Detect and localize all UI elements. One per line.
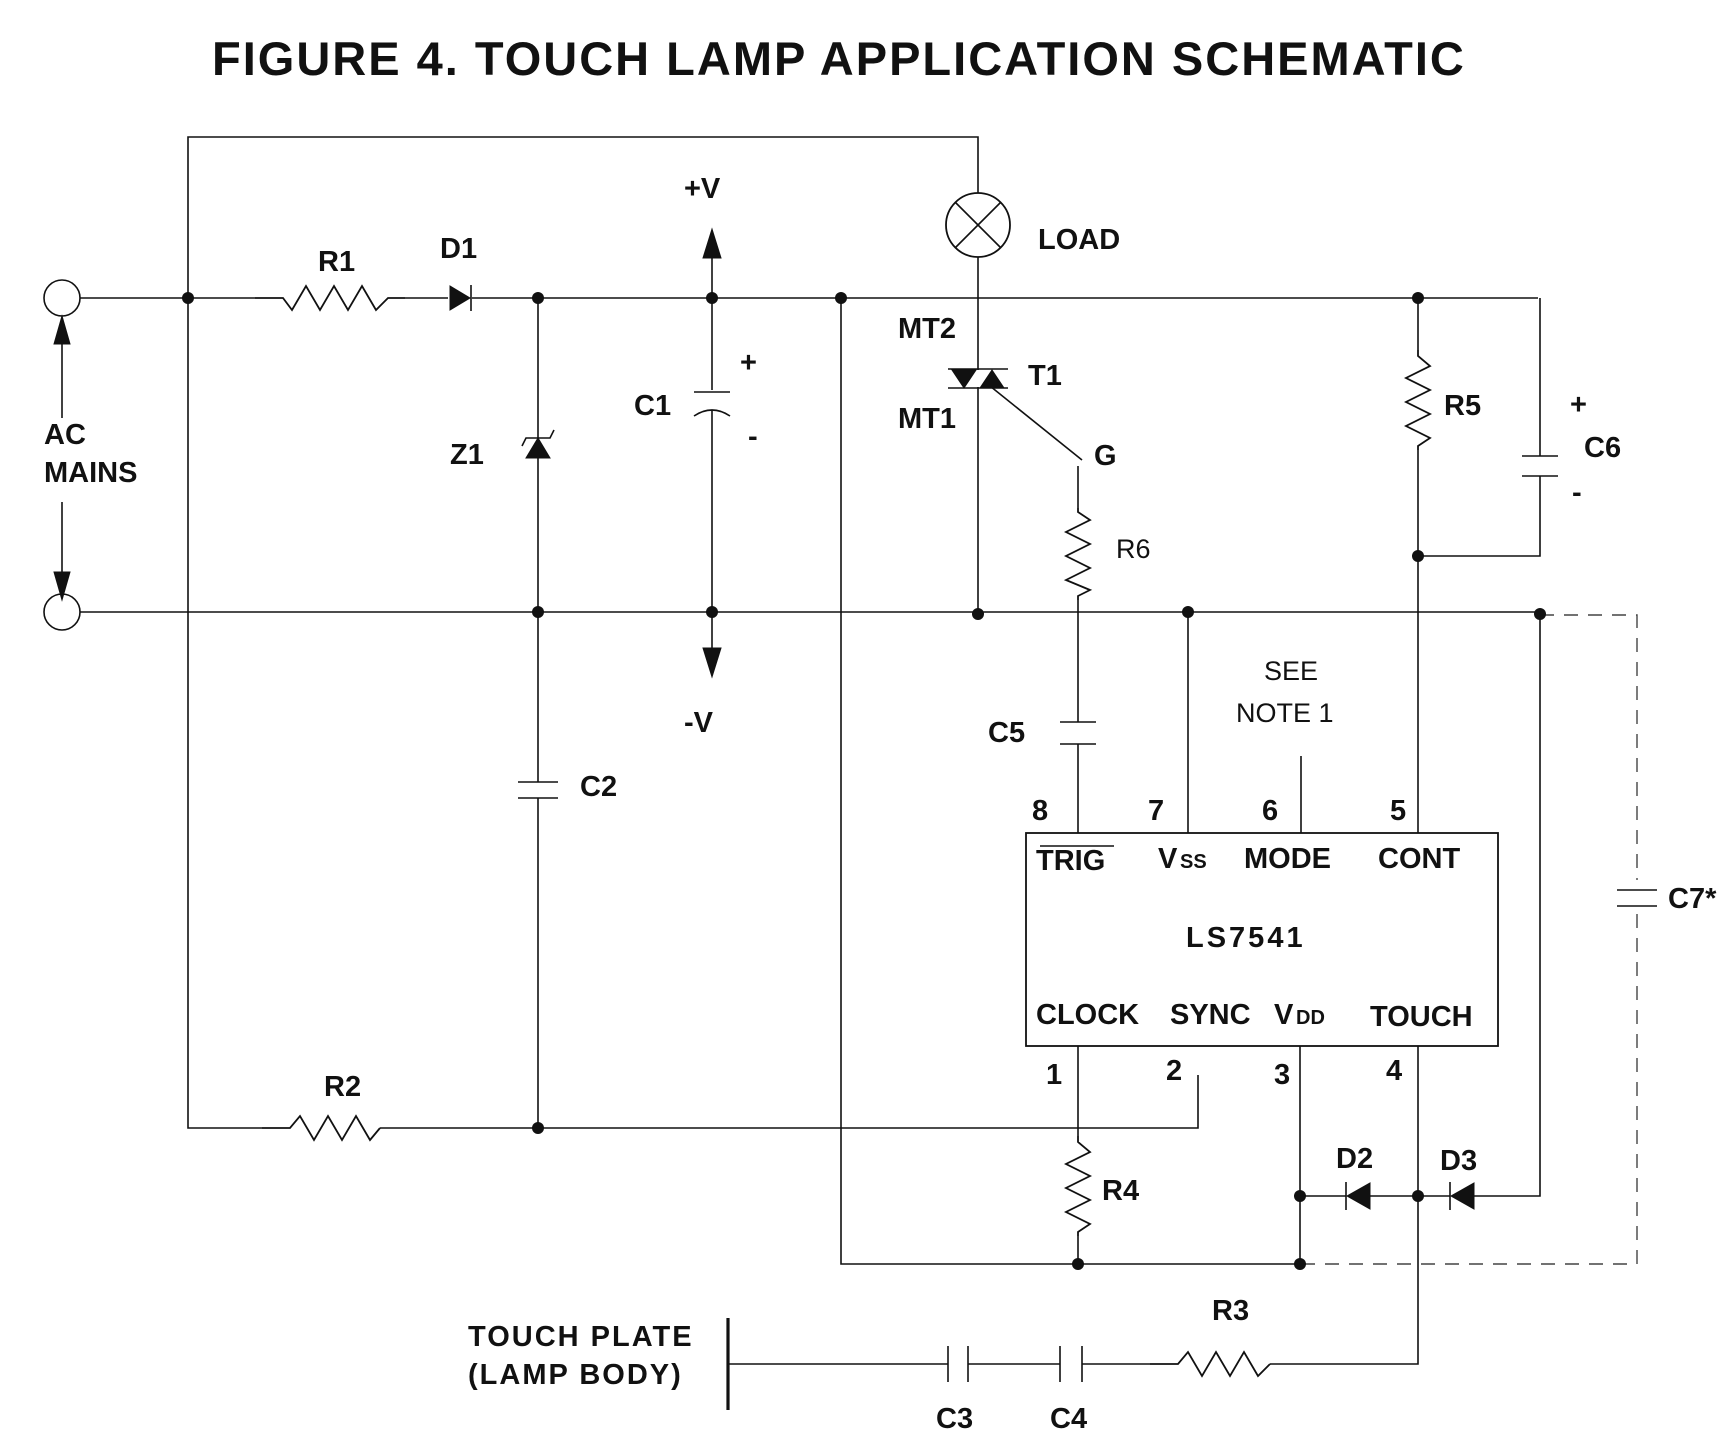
plus-v-label: +V xyxy=(684,173,721,205)
mt1-label: MT1 xyxy=(898,403,956,435)
d1-label: D1 xyxy=(440,233,477,265)
ac-terminal-top xyxy=(43,279,81,317)
supply-arrows xyxy=(702,227,722,679)
touch-plate-label-2: (LAMP BODY) xyxy=(468,1359,683,1391)
z1-label: Z1 xyxy=(450,439,484,471)
wires xyxy=(79,136,1638,1365)
ac-mains-label-1: AC xyxy=(44,419,86,451)
c6-minus-label: - xyxy=(1572,477,1582,509)
r2-resistor xyxy=(262,1114,381,1142)
pin-2-number: 2 xyxy=(1166,1055,1182,1087)
pin-5-number: 5 xyxy=(1390,795,1406,827)
pin-1-number: 1 xyxy=(1046,1059,1062,1091)
r3-resistor xyxy=(1150,1350,1271,1378)
c3-label: C3 xyxy=(936,1403,973,1435)
touch-plate-label-1: TOUCH PLATE xyxy=(468,1321,694,1353)
c1-plus-label: + xyxy=(740,347,757,379)
c2-capacitor xyxy=(518,781,558,799)
r6-label: R6 xyxy=(1116,534,1151,564)
pin-7-number: 7 xyxy=(1148,795,1164,827)
load-label: LOAD xyxy=(1038,224,1120,256)
c5-label: C5 xyxy=(988,717,1025,749)
plus-v-arrow-icon xyxy=(702,227,722,259)
d3-diode xyxy=(1449,1182,1475,1210)
pin-3-label: V xyxy=(1274,999,1294,1031)
junction-dots xyxy=(182,292,1546,1270)
load-lamp xyxy=(945,192,1011,258)
minus-v-arrow-icon xyxy=(702,647,722,679)
r1-resistor xyxy=(255,284,405,312)
pin-6-number: 6 xyxy=(1262,795,1278,827)
see-note-label-2: NOTE 1 xyxy=(1236,698,1334,728)
c5-capacitor xyxy=(1060,721,1096,745)
minus-v-label: -V xyxy=(684,707,714,739)
c6-capacitor xyxy=(1522,455,1558,477)
r5-resistor xyxy=(1403,350,1433,450)
t1-triac xyxy=(948,368,1008,389)
d2-label: D2 xyxy=(1336,1143,1373,1175)
c1-minus-label: - xyxy=(748,421,758,453)
t1-label: T1 xyxy=(1028,360,1062,392)
r4-resistor xyxy=(1063,1136,1093,1236)
r2-label: R2 xyxy=(324,1071,361,1103)
pin-6-label: MODE xyxy=(1244,843,1331,875)
g-label: G xyxy=(1094,440,1117,472)
r6-resistor xyxy=(1063,508,1093,600)
pin-5-label: CONT xyxy=(1378,843,1460,875)
c7-capacitor xyxy=(1617,889,1657,907)
c1-label: C1 xyxy=(634,390,671,422)
r5-label: R5 xyxy=(1444,390,1481,422)
ic-labels: LS7541 8 7 6 5 TRIG V SS MODE CONT CLOCK… xyxy=(1032,795,1473,1091)
see-note-label-1: SEE xyxy=(1264,656,1318,686)
pin-1-label: CLOCK xyxy=(1036,999,1139,1031)
pin-8-number: 8 xyxy=(1032,795,1048,827)
pin-7-label: V xyxy=(1158,843,1178,875)
d1-diode xyxy=(449,285,472,311)
z1-zener-diode xyxy=(521,429,555,459)
pin-2-label: SYNC xyxy=(1170,999,1251,1031)
ic-name: LS7541 xyxy=(1186,922,1306,954)
figure-title: FIGURE 4. TOUCH LAMP APPLICATION SCHEMAT… xyxy=(212,32,1466,85)
pin-7-subscript: SS xyxy=(1180,851,1207,873)
ac-arrow-up-icon xyxy=(53,314,71,345)
r3-label: R3 xyxy=(1212,1295,1249,1327)
component-labels: AC MAINS R1 D1 Z1 C1 + - +V -V LOAD MT2 … xyxy=(44,173,1717,1435)
d3-label: D3 xyxy=(1440,1145,1477,1177)
c4-label: C4 xyxy=(1050,1403,1087,1435)
pin-4-number: 4 xyxy=(1386,1055,1402,1087)
ls7541-ic xyxy=(1025,832,1499,1047)
r1-label: R1 xyxy=(318,246,355,278)
c7-label: C7* xyxy=(1668,883,1717,915)
pin-3-number: 3 xyxy=(1274,1059,1290,1091)
pin-3-subscript: DD xyxy=(1296,1007,1325,1029)
pin-4-label: TOUCH xyxy=(1370,1001,1473,1033)
ac-mains-label-2: MAINS xyxy=(44,457,137,489)
r4-label: R4 xyxy=(1102,1175,1139,1207)
pin-8-label: TRIG xyxy=(1036,845,1105,877)
d2-diode xyxy=(1345,1182,1371,1210)
mt2-label: MT2 xyxy=(898,313,956,345)
c3-capacitor xyxy=(947,1346,969,1382)
c6-label: C6 xyxy=(1584,432,1621,464)
c1-capacitor xyxy=(693,391,731,417)
c6-plus-label: + xyxy=(1570,389,1587,421)
ac-mains-terminals xyxy=(43,279,81,631)
c4-capacitor xyxy=(1059,1346,1083,1382)
ac-arrow-down-icon xyxy=(53,571,71,602)
c2-label: C2 xyxy=(580,771,617,803)
